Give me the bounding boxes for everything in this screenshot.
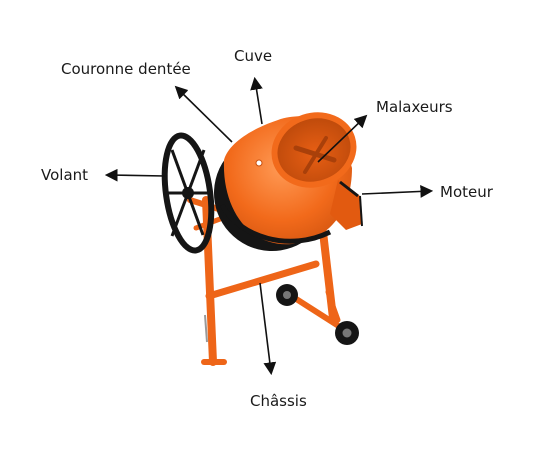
label-moteur: Moteur <box>440 183 493 201</box>
arrow-icon <box>250 76 263 125</box>
handwheel <box>161 132 215 254</box>
label-cuve: Cuve <box>234 47 273 65</box>
motor-housing <box>330 180 363 230</box>
arrow-icon <box>317 114 368 163</box>
label-malaxeurs: Malaxeurs <box>376 98 453 116</box>
wheels <box>276 284 359 345</box>
arrow-icon <box>174 85 233 143</box>
drum-mouth <box>271 112 357 188</box>
label-chassis: Châssis <box>250 392 307 410</box>
arrow-icon <box>259 282 277 376</box>
arrow-icon <box>361 185 434 198</box>
chassis-frame <box>187 196 351 366</box>
arrow-icon <box>104 168 166 182</box>
label-volant: Volant <box>41 166 89 184</box>
annotation-arrows <box>104 76 434 376</box>
label-couronne-dentee: Couronne dentée <box>61 60 191 78</box>
